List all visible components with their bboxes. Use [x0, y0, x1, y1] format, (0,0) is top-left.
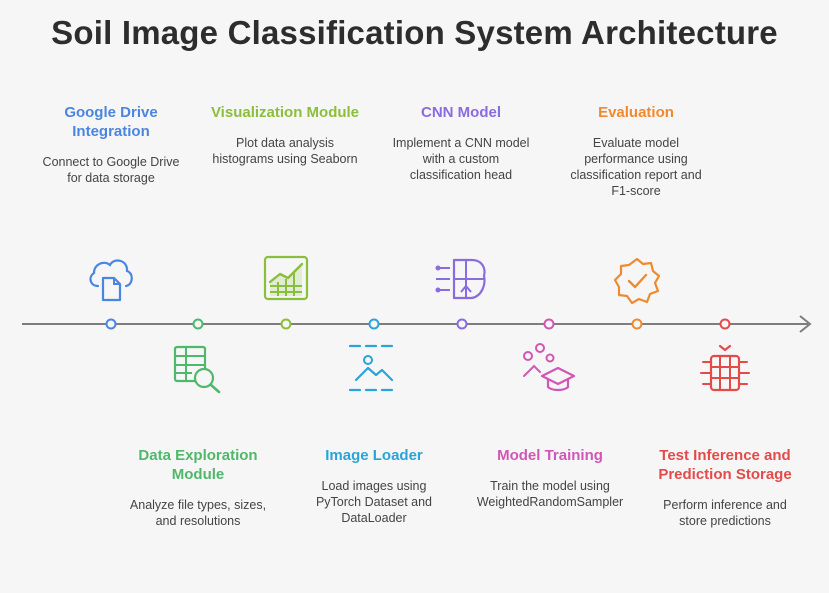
step-heading: Visualization Module [210, 104, 360, 121]
brain-circuit-icon [435, 258, 486, 300]
cloud-document-icon [89, 259, 133, 302]
timeline-arrowhead [799, 315, 812, 333]
step-description: Implement a CNN model with a custom clas… [392, 136, 530, 182]
step-heading: Test Inference and Prediction Storage [658, 447, 792, 483]
step-model-training: Model Training Train the model using Wei… [474, 446, 626, 510]
step-description: Plot data analysis histograms using Seab… [212, 136, 358, 166]
step-cnn-model: CNN Model Implement a CNN model with a c… [386, 103, 536, 183]
step-description: Connect to Google Drive for data storage [42, 155, 180, 185]
step-image-loader: Image Loader Load images using PyTorch D… [299, 446, 449, 526]
graduation-cap-icon [523, 343, 576, 392]
timeline-node-7 [631, 318, 643, 330]
timeline-node-3 [280, 318, 292, 330]
step-heading: Data Exploration Module [138, 447, 258, 483]
step-heading: Image Loader [325, 447, 423, 464]
badge-check-icon [613, 257, 661, 305]
database-icon [700, 344, 750, 392]
step-google-drive: Google Drive Integration Connect to Goog… [36, 103, 186, 186]
step-heading: CNN Model [421, 104, 501, 121]
step-description: Evaluate model performance using classif… [570, 136, 702, 198]
step-description: Perform inference and store predictions [663, 498, 787, 528]
step-description: Analyze file types, sizes, and resolutio… [129, 498, 267, 528]
table-search-icon [173, 345, 221, 394]
step-evaluation: Evaluation Evaluate model performance us… [561, 103, 711, 199]
timeline-node-4 [368, 318, 380, 330]
chart-grid-icon [263, 255, 309, 301]
timeline-node-6 [543, 318, 555, 330]
step-heading: Evaluation [598, 104, 674, 121]
step-visualization: Visualization Module Plot data analysis … [210, 103, 360, 167]
timeline-node-8 [719, 318, 731, 330]
step-heading: Google Drive Integration [64, 104, 158, 140]
step-test-inference: Test Inference and Prediction Storage Pe… [650, 446, 800, 529]
timeline-node-1 [105, 318, 117, 330]
timeline-node-2 [192, 318, 204, 330]
step-description: Load images using PyTorch Dataset and Da… [315, 479, 433, 525]
page-title: Soil Image Classification System Archite… [51, 14, 778, 51]
timeline-node-5 [456, 318, 468, 330]
step-heading: Model Training [497, 447, 603, 464]
step-description: Train the model using WeightedRandomSamp… [476, 479, 624, 509]
image-loader-icon [348, 344, 400, 392]
step-data-exploration: Data Exploration Module Analyze file typ… [123, 446, 273, 529]
